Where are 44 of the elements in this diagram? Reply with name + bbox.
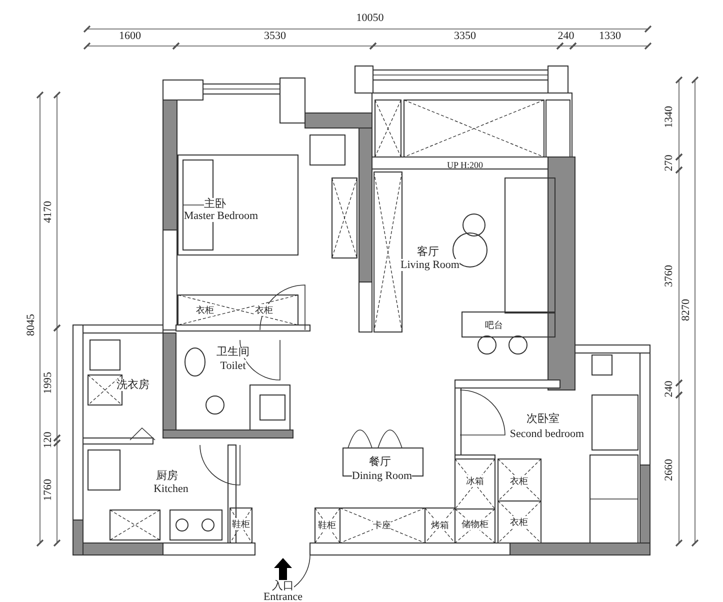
dimension-label: 240 xyxy=(663,380,675,398)
furniture-label: 卡座 xyxy=(373,519,391,531)
level-note: UP H:200 xyxy=(447,159,483,171)
dimension-label: 1995 xyxy=(42,372,54,394)
dimension-label: 120 xyxy=(42,432,54,448)
dimension-label: 270 xyxy=(663,154,675,172)
furniture-label: 衣柜 xyxy=(510,475,528,487)
dimension-label: 3350 xyxy=(454,30,476,42)
dimension-label: 240 xyxy=(558,30,574,42)
room-label: 客厅 xyxy=(417,246,439,258)
room-label: Master Bedroom xyxy=(184,210,258,222)
room-label: 入口 xyxy=(272,580,294,592)
dimension-label: 1330 xyxy=(599,30,621,42)
dimension-label: 1600 xyxy=(119,30,141,42)
room-label: Kitchen xyxy=(154,483,188,495)
dimension-label: 8045 xyxy=(25,314,37,336)
room-label: 餐厅 xyxy=(369,456,391,468)
room-label: 次卧室 xyxy=(526,413,560,425)
furniture-label: 储物柜 xyxy=(462,518,488,530)
furniture-label: 吧台 xyxy=(485,319,503,331)
furniture-label: 鞋柜 xyxy=(318,519,336,531)
dimension-label: 8270 xyxy=(680,299,692,321)
room-label: Entrance xyxy=(263,591,303,602)
furniture-label: 衣柜 xyxy=(196,304,214,316)
room-label: 厨房 xyxy=(156,470,178,482)
furniture-label: 衣柜 xyxy=(510,516,528,528)
furniture-label: 烤箱 xyxy=(431,519,449,531)
dimension-label: 4170 xyxy=(42,201,54,223)
dimension-label: 3760 xyxy=(663,265,675,287)
room-label: Toilet xyxy=(220,360,246,372)
room-label: Dining Room xyxy=(352,470,412,482)
room-label: Living Room xyxy=(400,259,460,271)
furniture-label: 鞋柜 xyxy=(232,518,250,530)
room-label: 卫生间 xyxy=(216,346,250,358)
furniture-label: 衣柜 xyxy=(255,304,273,316)
room-label: Second bedroom xyxy=(510,428,584,440)
room-label: 洗衣房 xyxy=(116,379,150,391)
dimension-label: 3530 xyxy=(264,30,286,42)
dimension-label: 1340 xyxy=(663,106,675,128)
dimension-label: 2660 xyxy=(663,459,675,481)
dimension-label: 1760 xyxy=(42,479,54,501)
furniture-label: 冰箱 xyxy=(466,475,484,487)
dimension-label: 10050 xyxy=(356,12,384,24)
room-label: 主卧 xyxy=(204,198,226,210)
